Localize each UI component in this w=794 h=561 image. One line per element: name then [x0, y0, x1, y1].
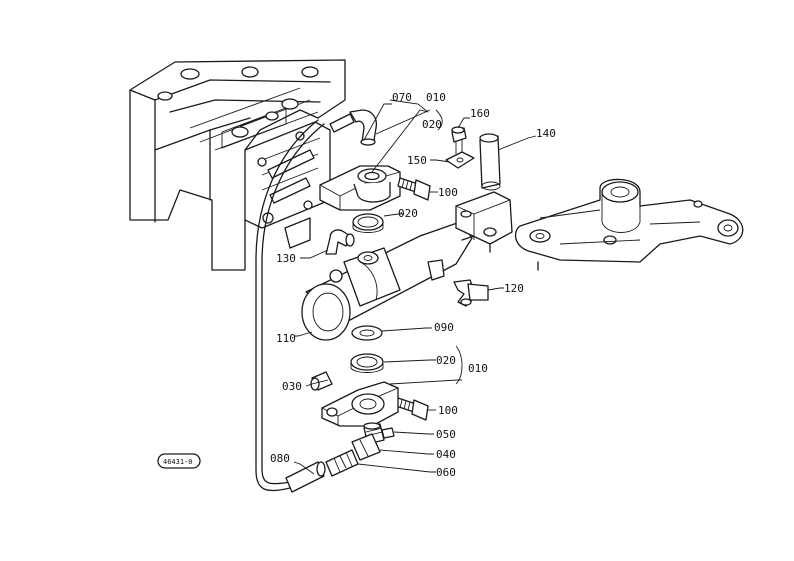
bolt-160 — [451, 126, 467, 154]
leader-lines — [293, 99, 537, 475]
callout-050: 050 — [436, 428, 456, 441]
sleeve-140 — [479, 133, 501, 191]
lower-bracket — [321, 381, 399, 427]
callout-030: 030 — [282, 380, 302, 393]
pipe-080 — [255, 119, 326, 493]
stamp-text: 46431-0 — [163, 458, 193, 466]
callout-040: 040 — [436, 448, 456, 461]
drawing-number-stamp: 46431-0 — [157, 453, 201, 469]
tee-fitting-040 — [351, 433, 381, 461]
callout-020-mid: 020 — [398, 207, 418, 220]
callout-140: 140 — [536, 127, 556, 140]
callout-090: 090 — [434, 321, 454, 334]
callout-labels: 070 010 020 160 140 150 100 020 130 120 … — [270, 91, 556, 479]
callout-110: 110 — [276, 332, 296, 345]
callout-020-top: 020 — [422, 118, 442, 131]
callout-100-low: 100 — [438, 404, 458, 417]
washer-090 — [351, 325, 383, 341]
callout-060: 060 — [436, 466, 456, 479]
callout-080: 080 — [270, 452, 290, 465]
plate-150 — [445, 151, 475, 169]
elbow-fitting-130 — [325, 229, 355, 255]
cylinder-110 — [301, 217, 493, 341]
callout-150: 150 — [407, 154, 427, 167]
callout-160: 160 — [470, 107, 490, 120]
callout-010-top: 010 — [426, 91, 446, 104]
callout-020-low: 020 — [436, 354, 456, 367]
callout-010-low: 010 — [468, 362, 488, 375]
seal-020-mid — [352, 213, 384, 233]
bolt-100-low — [395, 397, 429, 421]
elbow-fitting-070 — [329, 109, 378, 146]
callout-100-top: 100 — [438, 186, 458, 199]
nipple-060 — [325, 449, 359, 477]
elbow-fitting-120 — [453, 279, 489, 307]
callout-120: 120 — [504, 282, 524, 295]
upper-bracket — [319, 165, 401, 211]
clevis-rod-end — [455, 191, 513, 253]
lift-arm — [514, 178, 744, 271]
pin-030 — [310, 371, 333, 391]
transmission-housing — [129, 59, 346, 271]
seal-020-low — [350, 353, 384, 373]
bolt-100-top — [397, 177, 431, 201]
callout-070: 070 — [392, 91, 412, 104]
callout-130: 130 — [276, 252, 296, 265]
